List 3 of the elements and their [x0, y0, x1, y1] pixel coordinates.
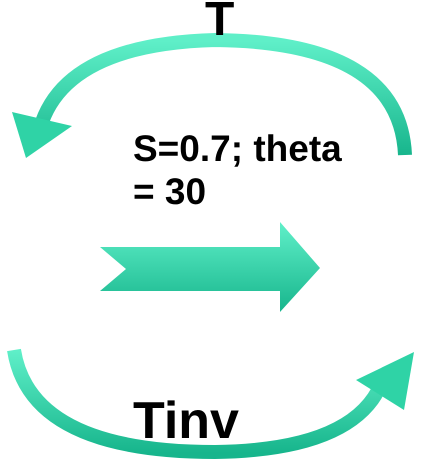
parameter-text: S=0.7; theta = 30 — [133, 128, 343, 214]
transform-label: Tinv — [133, 392, 239, 452]
transform-label: T — [205, 0, 234, 48]
